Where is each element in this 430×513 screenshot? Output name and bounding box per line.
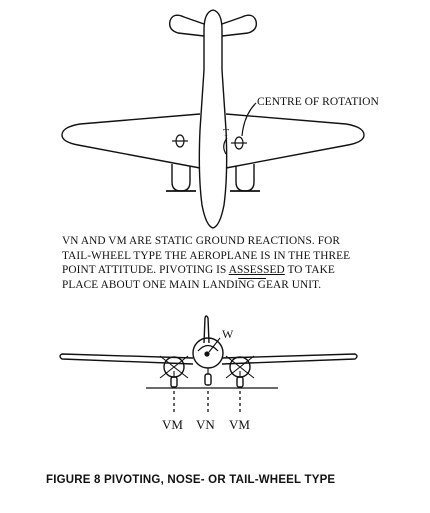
main-wheel-right	[236, 376, 244, 388]
vm-right-label: VM	[229, 417, 250, 432]
wing	[61, 113, 365, 169]
figure-caption: FIGURE 8 PIVOTING, NOSE- OR TAIL-WHEEL T…	[46, 474, 336, 486]
front-wing-left	[59, 353, 194, 365]
wheel-symbol-left	[172, 134, 188, 148]
reaction-lines	[173, 391, 241, 413]
fuselage	[198, 9, 228, 229]
nose-wheel	[204, 373, 212, 386]
wheel-symbol-right	[231, 136, 247, 150]
explanatory-note: VN AND VM ARE STATIC GROUND REACTIONS. F…	[62, 234, 412, 292]
note-line-4-start: PLACE ABOUT ONE MAIN LANDI	[62, 278, 239, 291]
w-label: W	[222, 327, 234, 341]
vm-left-label: VM	[162, 417, 183, 432]
note-line-3: POINT ATTITUDE. PIVOTING IS ASSESSED TO …	[62, 263, 412, 278]
rotation-arrow	[223, 137, 228, 155]
t-mark: T	[223, 128, 229, 139]
note-line-4: PLACE ABOUT ONE MAIN LANDING GEAR UNIT.	[62, 278, 412, 293]
note-assessed-underlined: ASSESSED	[228, 264, 285, 277]
front-wing-right	[221, 353, 358, 365]
w-leader	[208, 337, 221, 353]
fin	[203, 315, 210, 344]
note-line-2: TAIL-WHEEL TYPE THE AEROPLANE IS IN THE …	[62, 249, 351, 262]
front-view-aircraft	[59, 315, 358, 388]
centre-of-rotation-leader	[241, 102, 257, 137]
centre-of-rotation-label: CENTRE OF ROTATION	[257, 96, 379, 108]
note-line-1: VN AND VM ARE STATIC GROUND REACTIONS. F…	[62, 235, 341, 247]
nacelle-right	[235, 164, 255, 192]
cg-marker	[204, 351, 210, 357]
vn-label: VN	[196, 417, 215, 432]
note-line-3-end: TO TAKE	[284, 264, 335, 277]
tailplane	[168, 14, 258, 37]
main-wheel-left	[170, 376, 178, 388]
windscreen	[197, 344, 219, 352]
prop-left-blades	[159, 355, 189, 379]
note-line-4-end: EAR UNIT.	[265, 278, 322, 291]
plan-view-aircraft	[61, 9, 365, 229]
note-line-4-overlined: NG G	[238, 278, 266, 291]
note-line-3-start: POINT ATTITUDE. PIVOTING IS	[62, 264, 229, 277]
prop-right-blades	[225, 355, 255, 379]
nacelle-left	[171, 164, 191, 192]
